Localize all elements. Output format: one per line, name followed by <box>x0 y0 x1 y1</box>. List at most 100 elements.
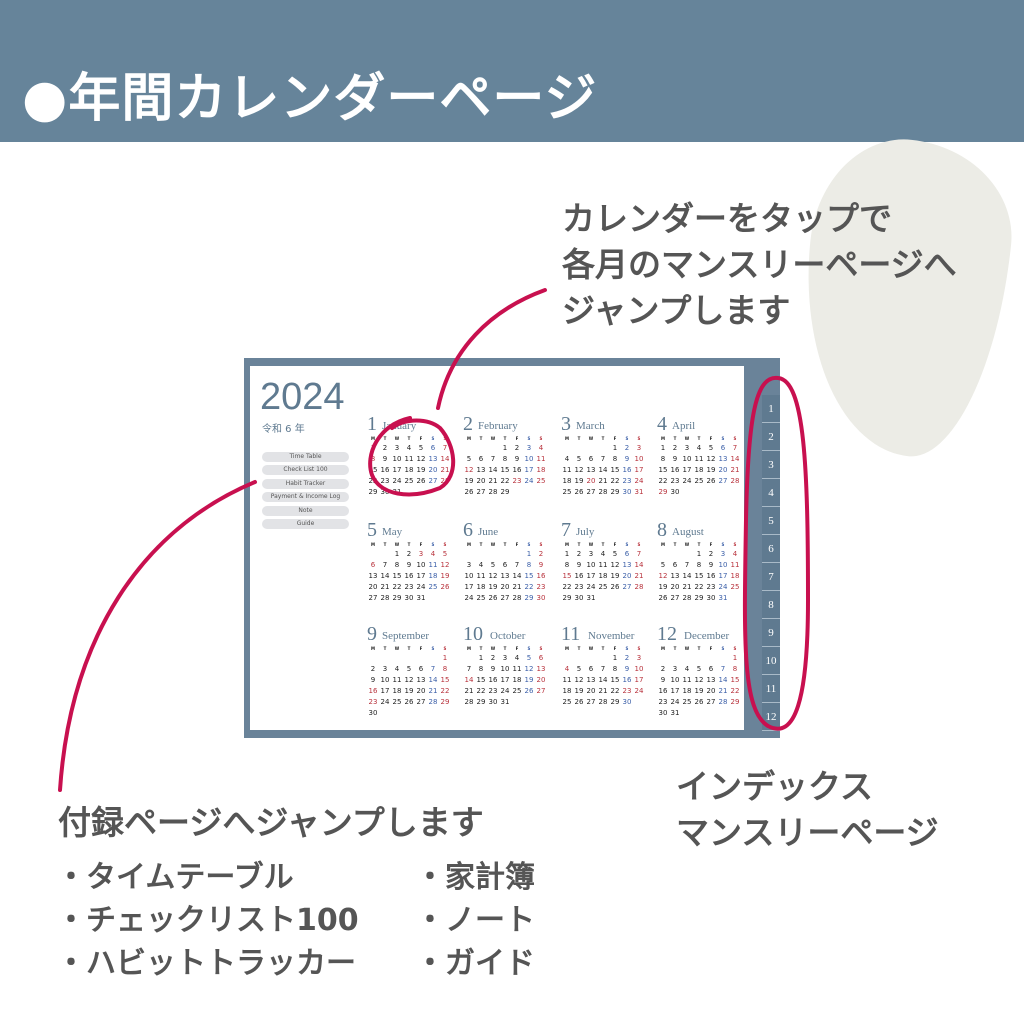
month-tab[interactable]: 10 <box>762 647 780 675</box>
day-cell: 9 <box>708 561 714 569</box>
day-cell: 12 <box>706 455 716 463</box>
day-cell: 16 <box>512 466 522 474</box>
day-cell: 23 <box>368 698 378 706</box>
month-tab[interactable]: 7 <box>762 563 780 591</box>
circle-january <box>368 416 456 497</box>
day-cell: 23 <box>622 687 632 695</box>
month-number: 10 <box>463 623 483 645</box>
day-cell: 22 <box>610 687 620 695</box>
day-cell: 2 <box>382 444 388 452</box>
day-cell: 27 <box>476 488 486 496</box>
day-cell: 5 <box>576 665 582 673</box>
day-cell: 20 <box>622 572 632 580</box>
day-cell: 30 <box>706 594 716 602</box>
appendix-link-button[interactable]: Payment & Income Log <box>262 492 349 503</box>
day-cell: 14 <box>428 676 438 684</box>
weekday-label: F <box>613 436 617 441</box>
day-cell: 22 <box>730 687 740 695</box>
day-cell: 20 <box>718 466 728 474</box>
month-tab[interactable]: 4 <box>762 479 780 507</box>
day-cell: 31 <box>586 594 596 602</box>
weekday-label: S <box>637 436 641 441</box>
day-cell: 27 <box>416 698 426 706</box>
weekday-label: T <box>503 646 507 651</box>
month-tab[interactable]: 1 <box>762 395 780 423</box>
circle-index <box>742 375 811 731</box>
appendix-link-button[interactable]: Habit Tracker <box>262 478 349 489</box>
day-cell: 29 <box>658 488 668 496</box>
day-cell: 9 <box>406 561 412 569</box>
day-cell: 28 <box>730 477 740 485</box>
day-cell: 13 <box>428 455 438 463</box>
day-cell: 5 <box>418 444 424 452</box>
day-cell: 5 <box>406 665 412 673</box>
month-number: 6 <box>463 519 473 541</box>
month-tab[interactable]: 11 <box>762 675 780 703</box>
day-cell: 28 <box>488 488 498 496</box>
day-cell: 4 <box>406 444 412 452</box>
appendix-link-button[interactable]: Time Table <box>262 452 349 462</box>
day-cell: 28 <box>634 583 644 591</box>
day-cell: 12 <box>574 676 584 684</box>
weekday-label: S <box>721 542 725 547</box>
month-number: 1 <box>367 413 377 435</box>
day-cell: 7 <box>490 455 496 463</box>
appendix-link-button[interactable]: Note <box>262 505 349 516</box>
day-cell: 16 <box>536 572 546 580</box>
day-cell: 26 <box>416 477 426 485</box>
weekday-label: S <box>431 542 435 547</box>
day-cell: 5 <box>466 455 472 463</box>
weekday-label: S <box>431 436 435 441</box>
day-cell: 3 <box>502 654 508 662</box>
day-cell: 2 <box>708 550 714 558</box>
month-tab[interactable]: 5 <box>762 507 780 535</box>
day-cell: 12 <box>524 665 534 673</box>
day-cell: 5 <box>490 561 496 569</box>
weekday-label: M <box>371 436 375 441</box>
appendix-link-button[interactable]: Check List 100 <box>262 465 349 476</box>
day-cell: 25 <box>598 583 608 591</box>
day-cell: 18 <box>562 477 572 485</box>
weekday-label: T <box>479 542 483 547</box>
appendix-link-button[interactable]: Guide <box>262 519 349 529</box>
month-tab[interactable]: 8 <box>762 591 780 619</box>
day-cell: 26 <box>524 687 534 695</box>
day-cell: 11 <box>694 455 704 463</box>
month-tab[interactable]: 3 <box>762 451 780 479</box>
day-cell: 23 <box>488 687 498 695</box>
weekday-label: T <box>479 646 483 651</box>
day-cell: 4 <box>564 665 570 673</box>
day-cell: 25 <box>694 477 704 485</box>
day-cell: 29 <box>694 594 704 602</box>
month-tab[interactable]: 9 <box>762 619 780 647</box>
weekday-label: F <box>515 542 519 547</box>
day-cell: 3 <box>636 654 642 662</box>
weekday-label: S <box>443 646 447 651</box>
day-cell: 24 <box>392 477 402 485</box>
day-cell: 9 <box>370 676 376 684</box>
day-cell: 17 <box>634 676 644 684</box>
day-cell: 22 <box>694 583 704 591</box>
callout-line: マンスリーページ <box>676 813 939 852</box>
month-tab[interactable]: 2 <box>762 423 780 451</box>
day-cell: 19 <box>574 477 584 485</box>
list-item: ・ノート <box>415 903 535 938</box>
day-cell: 12 <box>440 561 450 569</box>
weekday-label: T <box>577 646 581 651</box>
month-tab[interactable]: 6 <box>762 535 780 563</box>
day-cell: 22 <box>610 477 620 485</box>
day-cell: 24 <box>586 583 596 591</box>
day-cell: 28 <box>682 594 692 602</box>
weekday-label: W <box>684 436 690 441</box>
